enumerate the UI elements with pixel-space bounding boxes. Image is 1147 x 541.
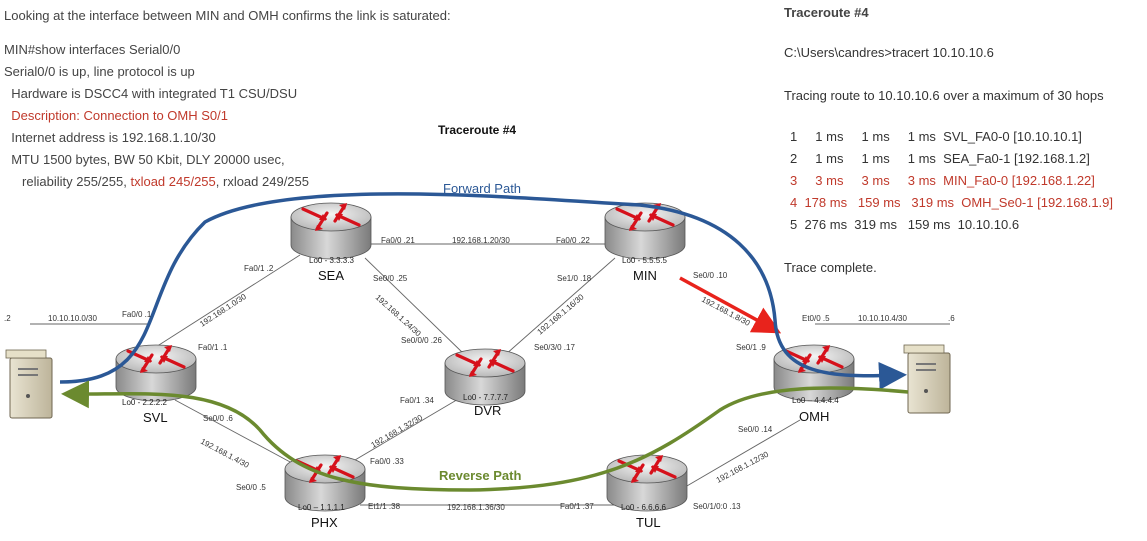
label-omh-se00: Se0/0 .14 bbox=[738, 425, 773, 434]
label-phx-fa00: Fa0/0 .33 bbox=[370, 457, 404, 466]
label-min-se10: Se1/0 .18 bbox=[557, 274, 592, 283]
label-left-net: 10.10.10.0/30 bbox=[48, 314, 97, 323]
label-sea-fa00: Fa0/0 .21 bbox=[381, 236, 415, 245]
router-sea-name: SEA bbox=[318, 268, 344, 283]
red-saturated-link-arrow bbox=[679, 276, 782, 334]
hop-row: 5 276 ms 319 ms 159 ms 10.10.10.6 bbox=[790, 217, 1020, 232]
label-phx-et11: Et1/1 .38 bbox=[368, 502, 401, 511]
label-sea-min-net: 192.168.1.20/30 bbox=[452, 236, 510, 245]
label-sea-se00: Se0/0 .25 bbox=[373, 274, 408, 283]
router-sea-icon bbox=[289, 201, 373, 261]
reverse-path bbox=[61, 380, 909, 492]
label-omh-se01: Se0/1 .9 bbox=[736, 343, 766, 352]
router-phx-name: PHX bbox=[311, 515, 338, 530]
router-min-loopback: Lo0 - 5.5.5.5 bbox=[622, 256, 667, 265]
link-phx-dvr bbox=[354, 397, 461, 461]
links bbox=[30, 243, 950, 506]
label-min-dvr-net: 192.168.1.16/30 bbox=[536, 292, 587, 336]
forward-path-label: Forward Path bbox=[443, 181, 521, 196]
router-svl-name: SVL bbox=[143, 410, 168, 425]
hop-row-highlight: 4 178 ms 159 ms 319 ms OMH_Se0-1 [192.16… bbox=[790, 195, 1114, 210]
router-dvr-name: DVR bbox=[474, 403, 501, 418]
label-phx-tul-net: 192.168.1.36/30 bbox=[447, 503, 505, 512]
diagram-title: Traceroute #4 bbox=[438, 123, 516, 137]
label-tul-fa01: Fa0/1 .37 bbox=[560, 502, 594, 511]
router-omh-name: OMH bbox=[799, 409, 829, 424]
label-svl-se00: Se0/0 .6 bbox=[203, 414, 233, 423]
link-svl-sea bbox=[147, 254, 301, 353]
router-tul-name: TUL bbox=[636, 515, 661, 530]
label-right-net: 10.10.10.4/30 bbox=[858, 314, 907, 323]
forward-path bbox=[59, 192, 907, 390]
link-svl-phx bbox=[174, 399, 306, 471]
router-svl-loopback: Lo0 - 2.2.2.2 bbox=[122, 398, 167, 407]
intro-text: Looking at the interface between MIN and… bbox=[4, 8, 451, 23]
label-phx-se00: Se0/0 .5 bbox=[236, 483, 266, 492]
hop-row: 2 1 ms 1 ms 1 ms SEA_Fa0-1 [192.168.1.2] bbox=[790, 151, 1090, 166]
label-omh-et00: Et0/0 .5 bbox=[802, 314, 830, 323]
label-tul-omh-net: 192.168.1.12/30 bbox=[715, 449, 771, 484]
cli-rxload: , rxload 249/255 bbox=[215, 174, 309, 189]
label-svl-fa01: Fa0/1 .1 bbox=[198, 343, 228, 352]
label-min-fa00: Fa0/0 .22 bbox=[556, 236, 590, 245]
cli-txload: txload 245/255 bbox=[130, 174, 216, 189]
label-svl-sea-net: 192.168.1.0/30 bbox=[198, 292, 248, 329]
label-sea-fa01: Fa0/1 .2 bbox=[244, 264, 274, 273]
cli-line-7: reliability 255/255, txload 245/255, rxl… bbox=[4, 171, 309, 193]
left-server-icon bbox=[5, 349, 53, 419]
hop-row: 1 1 ms 1 ms 1 ms SVL_FA0-0 [10.10.10.1] bbox=[790, 129, 1082, 144]
tracert-command: C:\Users\candres>tracert 10.10.10.6 bbox=[784, 45, 994, 60]
link-min-dvr bbox=[504, 257, 616, 356]
reverse-path-label: Reverse Path bbox=[439, 468, 521, 483]
label-svl-fa00: Fa0/0 .1 bbox=[122, 310, 152, 319]
label-dvr-se30: Se0/3/0 .17 bbox=[534, 343, 575, 352]
tracing-line: Tracing route to 10.10.10.6 over a maxim… bbox=[784, 88, 1104, 103]
right-server-icon bbox=[903, 344, 951, 414]
cli-reliability: reliability 255/255, bbox=[4, 174, 131, 189]
cli-line-5: Internet address is 192.168.1.10/30 bbox=[4, 130, 216, 145]
trace-complete: Trace complete. bbox=[784, 260, 877, 275]
router-tul-loopback: Lo0 - 6.6.6.6 bbox=[621, 503, 666, 512]
cli-line-description: Description: Connection to OMH S0/1 bbox=[4, 108, 228, 123]
label-dvr-fa01: Fa0/1 .34 bbox=[400, 396, 434, 405]
router-omh-loopback: Lo0 – 4.4.4.4 bbox=[792, 396, 839, 405]
hop-row-highlight: 3 3 ms 3 ms 3 ms MIN_Fa0-0 [192.168.1.22… bbox=[790, 173, 1095, 188]
link-sea-dvr bbox=[364, 257, 466, 356]
label-svl-phx-net: 192.168.1.4/30 bbox=[199, 437, 251, 470]
router-dvr-loopback: Lo0 - 7.7.7.7 bbox=[463, 393, 508, 402]
label-phx-dvr-net: 192.168.1.32/30 bbox=[370, 413, 425, 450]
link-tul-omh bbox=[679, 419, 801, 491]
label-right-dot6: .6 bbox=[948, 314, 955, 323]
label-sea-dvr-net: 192.168.1.24/30 bbox=[374, 293, 423, 339]
cli-line-1: MIN#show interfaces Serial0/0 bbox=[4, 42, 181, 57]
router-sea-loopback: Lo0 - 3.3.3.3 bbox=[309, 256, 354, 265]
cli-line-6: MTU 1500 bytes, BW 50 Kbit, DLY 20000 us… bbox=[4, 152, 285, 167]
traceroute-title: Traceroute #4 bbox=[784, 5, 869, 20]
cli-line-3: Hardware is DSCC4 with integrated T1 CSU… bbox=[4, 86, 298, 101]
router-phx-loopback: Lo0 – 1.1.1.1 bbox=[298, 503, 345, 512]
label-min-se00: Se0/0 .10 bbox=[693, 271, 728, 280]
router-min-name: MIN bbox=[633, 268, 657, 283]
cli-line-2: Serial0/0 is up, line protocol is up bbox=[4, 64, 195, 79]
label-left-dot2: .2 bbox=[4, 314, 11, 323]
label-tul-se100: Se0/1/0:0 .13 bbox=[693, 502, 741, 511]
label-dvr-se000: Se0/0/0 .26 bbox=[401, 336, 442, 345]
